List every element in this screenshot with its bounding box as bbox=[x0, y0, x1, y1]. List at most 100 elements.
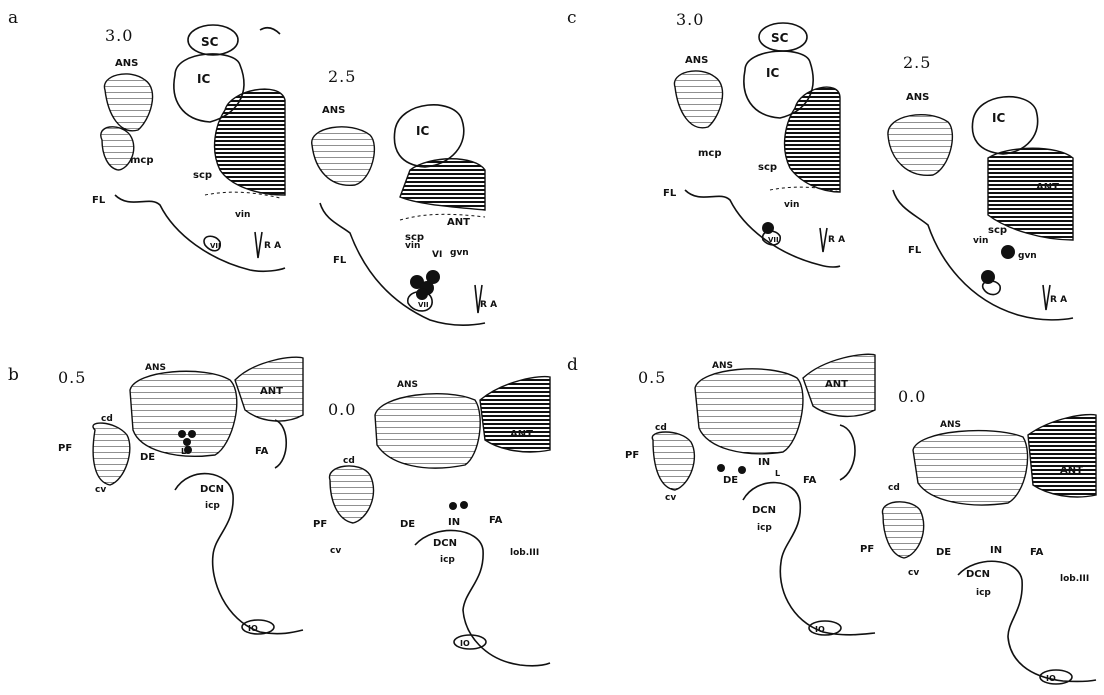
panel-letter-c: c bbox=[567, 8, 577, 28]
label-vii: VII bbox=[418, 301, 429, 309]
label-mcp: mcp bbox=[698, 148, 722, 159]
label-icp: icp bbox=[440, 555, 455, 565]
label-lobiii: lob.III bbox=[510, 548, 539, 558]
section-c-2-5: IC ANS ANT scp FL vin gvn R A bbox=[878, 80, 1078, 330]
ant-striped bbox=[215, 89, 285, 195]
ans-lobule bbox=[312, 127, 375, 186]
label-ans: ANS bbox=[397, 380, 418, 390]
rostral-edge bbox=[840, 425, 855, 480]
panel-letter-d: d bbox=[567, 355, 578, 375]
label-fa: FA bbox=[489, 515, 503, 526]
label-fl: FL bbox=[333, 255, 347, 266]
brainstem-outline bbox=[115, 195, 285, 271]
label-ant: ANT bbox=[447, 217, 470, 228]
injection-dot bbox=[184, 446, 192, 454]
label-fa: FA bbox=[255, 446, 269, 457]
label-ans: ANS bbox=[322, 105, 345, 116]
pf-folia bbox=[882, 502, 923, 558]
label-icp: icp bbox=[757, 523, 772, 533]
label-fl: FL bbox=[92, 195, 106, 206]
injection-dot bbox=[449, 502, 457, 510]
label-io: IO bbox=[460, 639, 470, 648]
label-de: DE bbox=[936, 547, 951, 558]
ans-lobule bbox=[674, 71, 722, 128]
ans-folia bbox=[913, 431, 1028, 505]
label-ic: IC bbox=[416, 124, 429, 138]
label-in: IN bbox=[990, 545, 1002, 556]
label-dcn: DCN bbox=[752, 505, 776, 516]
label-cd: cd bbox=[343, 456, 355, 466]
label-ans: ANS bbox=[712, 361, 733, 371]
section-c-3-0: SC IC ANS mcp scp FL vin VII R A bbox=[660, 20, 850, 280]
section-a-3-0: SC IC ANS mcp scp FL vin VII R A bbox=[90, 20, 290, 280]
label-io: IO bbox=[248, 624, 258, 633]
label-fl: FL bbox=[908, 245, 922, 256]
level-a-right: 2.5 bbox=[328, 67, 356, 86]
label-ans: ANS bbox=[906, 92, 929, 103]
rostral-edge bbox=[275, 420, 286, 468]
ans-folia bbox=[695, 369, 803, 454]
label-ra: R A bbox=[264, 241, 281, 251]
section-d-0-0: ANS ANT cd PF cv DE IN FA lob.III DCN ic… bbox=[858, 405, 1098, 690]
label-de: DE bbox=[400, 519, 415, 530]
label-vin: vin bbox=[784, 200, 799, 210]
label-ant: ANT bbox=[825, 379, 848, 390]
ans-lobule bbox=[888, 115, 952, 176]
pf-folia bbox=[652, 432, 694, 490]
injection-dot bbox=[426, 270, 440, 284]
label-l: L bbox=[775, 469, 780, 478]
label-ant: ANT bbox=[1036, 182, 1059, 193]
ant-striped bbox=[400, 159, 485, 210]
label-fl: FL bbox=[663, 188, 677, 199]
label-cv: cv bbox=[908, 568, 919, 578]
label-in: IN bbox=[758, 457, 770, 468]
label-io: IO bbox=[1046, 674, 1056, 683]
label-vin: vin bbox=[405, 241, 420, 251]
section-d-0-5: ANS ANT cd PF cv DE IN L FA DCN icp IO bbox=[625, 350, 880, 650]
label-gvn: gvn bbox=[1018, 251, 1037, 261]
io-outline bbox=[454, 635, 486, 649]
label-ans: ANS bbox=[685, 55, 708, 66]
label-pf: PF bbox=[313, 519, 327, 530]
pf-folia bbox=[93, 423, 130, 485]
ic-outline bbox=[972, 97, 1037, 154]
panel-letter-a: a bbox=[8, 8, 18, 28]
label-ic: IC bbox=[766, 66, 779, 80]
label-scp: scp bbox=[758, 162, 777, 173]
label-pf: PF bbox=[58, 443, 72, 454]
label-scp: scp bbox=[988, 225, 1007, 236]
label-cv: cv bbox=[665, 493, 676, 503]
label-io: IO bbox=[815, 625, 825, 634]
label-ant: ANT bbox=[1060, 465, 1083, 476]
label-ra: R A bbox=[1050, 295, 1067, 305]
label-lobiii: lob.III bbox=[1060, 574, 1089, 584]
label-ans: ANS bbox=[115, 58, 138, 69]
label-fa: FA bbox=[1030, 547, 1044, 558]
label-ra: R A bbox=[828, 235, 845, 245]
label-icp: icp bbox=[205, 501, 220, 511]
injection-dot bbox=[717, 464, 725, 472]
midline-arc bbox=[260, 28, 280, 34]
label-vii: VII bbox=[768, 236, 779, 244]
label-ic: IC bbox=[197, 72, 210, 86]
section-b-0-0: ANS ANT cd PF cv DE IN FA lob.III DCN ic… bbox=[305, 355, 550, 670]
panel-letter-b: b bbox=[8, 365, 19, 385]
injection-dot bbox=[762, 222, 774, 234]
injection-dot bbox=[188, 430, 196, 438]
label-gvn: gvn bbox=[450, 248, 469, 258]
label-ic: IC bbox=[992, 111, 1005, 125]
label-cd: cd bbox=[888, 483, 900, 493]
label-dcn: DCN bbox=[966, 569, 990, 580]
label-de: DE bbox=[140, 452, 155, 463]
lobule-lower bbox=[101, 127, 134, 170]
label-fa: FA bbox=[803, 475, 817, 486]
section-b-0-5: ANS ANT cd PF cv DE L FA DCN icp IO bbox=[55, 350, 305, 650]
label-vii: VII bbox=[210, 242, 221, 250]
injection-dot bbox=[1001, 245, 1015, 259]
injection-dot bbox=[183, 438, 191, 446]
injection-dot bbox=[738, 466, 746, 474]
injection-dot bbox=[416, 288, 428, 300]
injection-dot bbox=[460, 501, 468, 509]
label-dcn: DCN bbox=[433, 538, 457, 549]
label-scp: scp bbox=[193, 170, 212, 181]
